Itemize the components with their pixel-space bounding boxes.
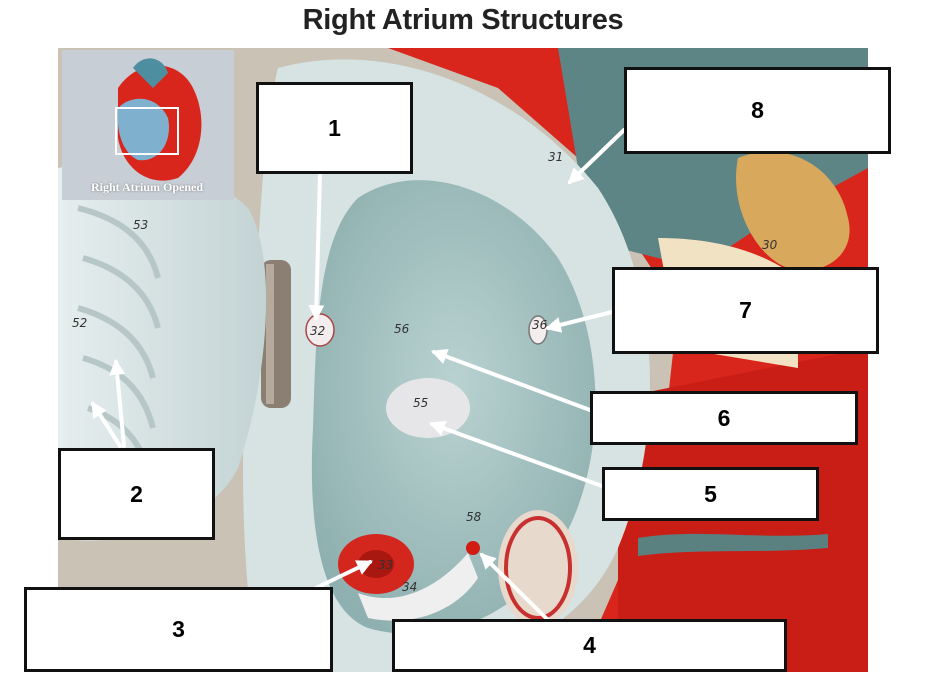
model-number: 56 [394, 322, 410, 336]
model-number: 58 [466, 510, 482, 524]
label-box-3[interactable]: 3 [24, 587, 333, 672]
label-box-4[interactable]: 4 [392, 619, 787, 672]
label-box-1[interactable]: 1 [256, 82, 413, 174]
model-number: 33 [378, 558, 394, 572]
label-box-6[interactable]: 6 [590, 391, 858, 445]
model-number: 55 [413, 396, 429, 410]
model-number: 53 [133, 218, 149, 232]
label-box-2[interactable]: 2 [58, 448, 215, 540]
label-box-8[interactable]: 8 [624, 67, 891, 154]
model-number: 31 [548, 150, 564, 164]
model-number: 36 [532, 318, 548, 332]
inset-caption: Right Atrium Opened [90, 180, 203, 194]
label-box-5[interactable]: 5 [602, 467, 819, 521]
model-number: 30 [762, 238, 778, 252]
page-title: Right Atrium Structures [302, 4, 624, 36]
model-number: 32 [310, 324, 326, 338]
model-number: 34 [402, 580, 418, 594]
label-box-7[interactable]: 7 [612, 267, 879, 354]
model-number: 52 [72, 316, 88, 330]
